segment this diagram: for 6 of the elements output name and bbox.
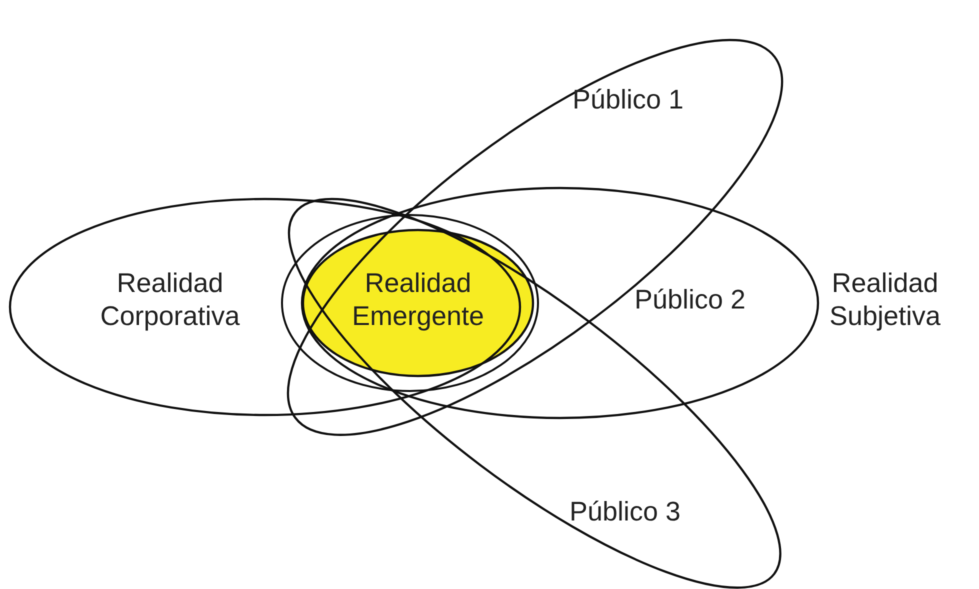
set-label: Realidad Corporativa [99, 267, 241, 333]
outer-label: Realidad Subjetiva [828, 267, 942, 333]
set-label: Realidad Emergente [350, 267, 486, 333]
set-label: Público 3 [568, 495, 682, 528]
set-label: Público 2 [633, 284, 747, 316]
set-label: Público 1 [571, 83, 685, 116]
